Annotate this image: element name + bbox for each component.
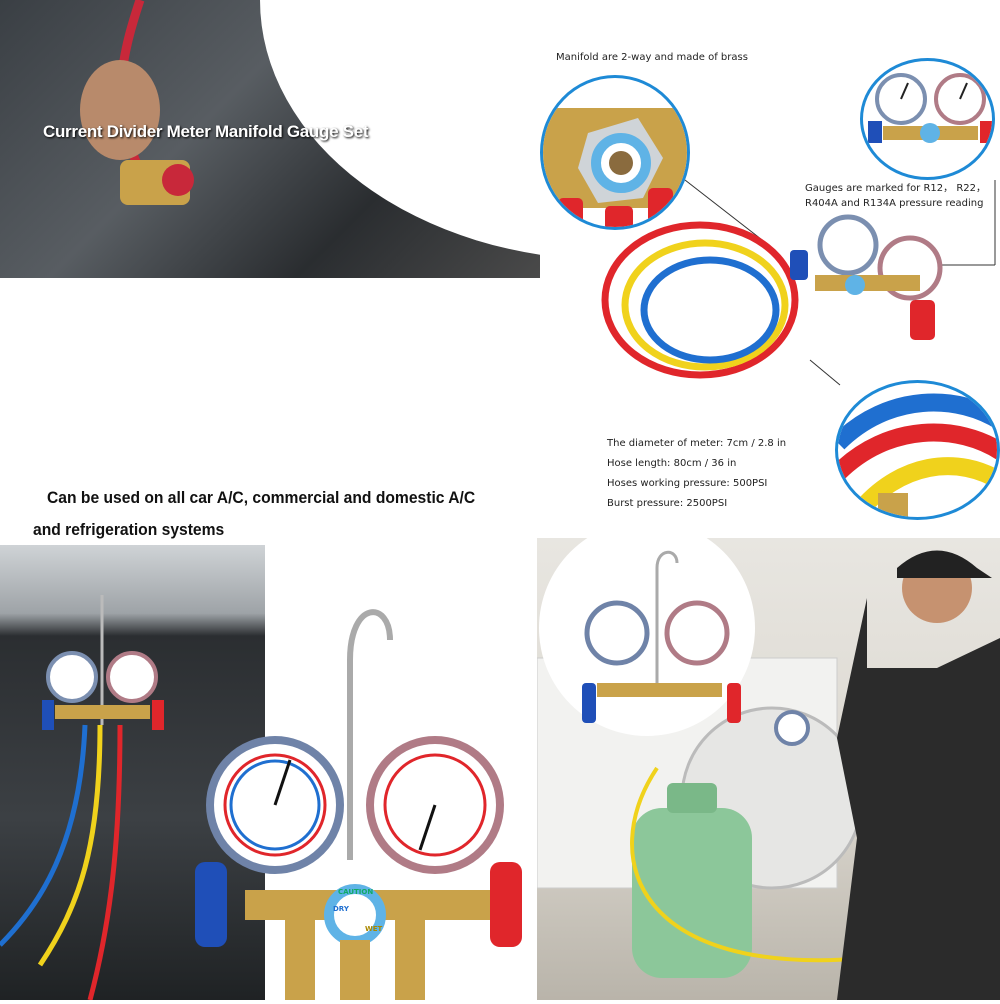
usage-line-1: Can be used on all car A/C, commercial a… — [47, 488, 476, 507]
car-manifold-illustration — [0, 595, 164, 1001]
gauges-note-line2: R404A and R134A pressure reading — [805, 198, 984, 209]
sight-glass-dry: DRY — [333, 905, 349, 913]
technician-photo — [536, 520, 1000, 1000]
gauges-note: Gauges are marked for R12， R22， R404A an… — [805, 181, 986, 211]
spec-diameter: The diameter of meter: 7cm / 2.8 in — [607, 438, 787, 449]
technician-illustration — [536, 520, 1000, 1000]
spec-burst-pressure: Burst pressure: 2500PSI — [607, 498, 728, 509]
spec-hose-length: Hose length: 80cm / 36 in — [607, 458, 737, 469]
sight-glass-caution: CAUTION — [338, 888, 374, 896]
sight-glass-inset — [540, 75, 690, 230]
manifold-closeup — [195, 609, 522, 1000]
sight-glass-icon — [543, 108, 687, 227]
gauges-note-line1: Gauges are marked for R12， R22， — [805, 183, 987, 194]
manifold-note: Manifold are 2-way and made of brass — [556, 52, 748, 63]
gauge-pair-icon — [868, 73, 992, 143]
gauges-inset — [860, 58, 995, 180]
spec-working-pressure: Hoses working pressure: 500PSI — [607, 478, 768, 489]
usage-line-2: and refrigeration systems — [33, 520, 225, 539]
hose-detail-inset — [835, 380, 1000, 520]
banner-title: Current Divider Meter Manifold Gauge Set — [43, 122, 369, 141]
hose-detail-icon — [838, 393, 997, 517]
mechanic-photo — [0, 0, 540, 278]
sight-glass-wet: WET — [365, 925, 383, 933]
specs-list: The diameter of meter: 7cm / 2.8 in Hose… — [607, 434, 786, 514]
manifold-with-hoses — [601, 179, 996, 386]
